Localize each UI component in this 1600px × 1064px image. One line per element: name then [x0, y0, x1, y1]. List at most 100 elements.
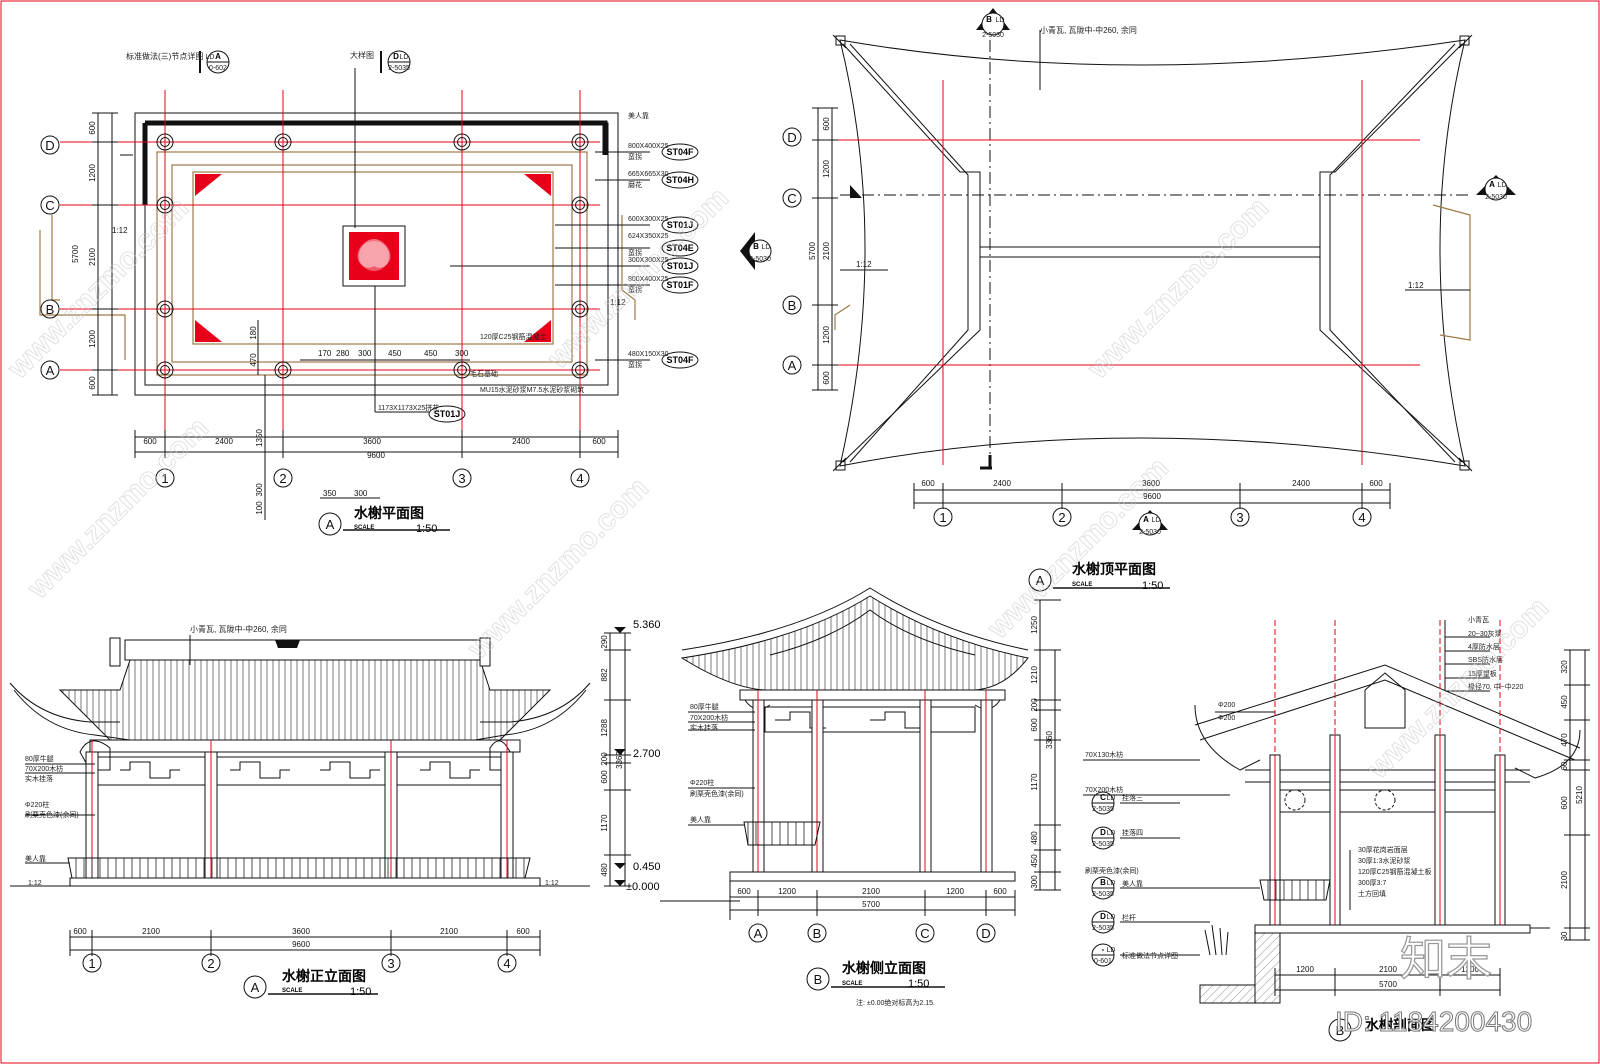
ref-letter: A — [1489, 180, 1495, 189]
side-dim: 1200 — [778, 887, 796, 896]
front-dim: 600 — [516, 927, 530, 936]
side-dim: 600 — [993, 887, 1007, 896]
ref-code: 2-5035 — [1092, 806, 1114, 813]
ref-letter: A — [1143, 515, 1149, 524]
roof-dim: 2400 — [993, 479, 1011, 488]
plan-inner-dim: 300 — [455, 349, 469, 358]
ref-letter: B — [753, 242, 759, 251]
front-slope-right: 1:12 — [545, 880, 559, 887]
section-floor-note: 30厚1:3水泥砂浆 — [1358, 856, 1411, 865]
roof-col-3: 3 — [1236, 510, 1243, 525]
side-row-d: D — [981, 926, 990, 941]
section-note: 70X130木枋 — [1085, 750, 1123, 759]
plan-v-dim: 1350 — [255, 429, 264, 447]
plan-dim-left: 2100 — [88, 248, 97, 266]
ref-letter: D — [1100, 912, 1106, 921]
section-dim-right: 60 — [1560, 761, 1569, 770]
side-note: 70X200木枋 — [690, 713, 728, 722]
section-note: 椽径70, 中~中220 — [1468, 682, 1524, 691]
roof-dim-left: 2100 — [822, 242, 831, 260]
side-scale-label: SCALE — [842, 981, 862, 987]
front-level: 5.360 — [633, 619, 661, 631]
front-dim-total: 9600 — [292, 940, 310, 949]
roof-slope: 1:12 — [856, 260, 872, 269]
roof-col-4: 4 — [1358, 510, 1365, 525]
side-dim-total: 5700 — [862, 900, 880, 909]
watermark-text: www.znzmo.com — [1081, 192, 1275, 386]
plan-row-a: A — [46, 363, 55, 378]
plan-row-b: B — [46, 302, 55, 317]
roof-row-d: D — [787, 130, 796, 145]
front-col-3: 3 — [387, 956, 394, 971]
side-note: Φ220柱 — [690, 778, 714, 787]
plan-note: 300X300X25 — [628, 257, 669, 264]
section-note: 美人靠 — [1122, 879, 1143, 888]
watermarks: www.znzmo.com www.znzmo.com www.znzmo.co… — [0, 181, 1555, 1037]
front-note-top: 小青瓦, 瓦陇中-中260, 余同 — [190, 624, 287, 634]
front-note: Φ220柱 — [25, 800, 49, 809]
plan-dim: 600 — [592, 437, 606, 446]
front-elevation-view — [9, 627, 631, 999]
section-note: 20~30灰浆 — [1468, 629, 1502, 638]
ref-ld: LD — [1107, 880, 1116, 887]
section-floor-note: 30厚花岗岩面层 — [1358, 845, 1408, 854]
side-view-letter: B — [814, 972, 823, 987]
roof-dim-left: 1200 — [822, 326, 831, 344]
plan-note-sample: 大样图 — [350, 50, 374, 60]
ref-ld: LD — [400, 54, 409, 61]
roof-dim: 600 — [921, 479, 935, 488]
section-dim-total: 5700 — [1379, 980, 1397, 989]
watermark-text: www.znzmo.com — [1361, 592, 1555, 786]
watermark-text: www.znzmo.com — [21, 412, 215, 606]
roof-scale-label: SCALE — [1072, 582, 1092, 588]
plan-note-detail: 标准做法(三)节点详图 — [126, 51, 203, 61]
plan-dim: 2400 — [512, 437, 530, 446]
plan-col-4: 4 — [576, 471, 583, 486]
section-title: 水榭剖面图 — [1365, 1017, 1435, 1033]
plan-note-mortar: MU15水泥砂浆M7.5水泥砂浆砌筑 — [480, 385, 584, 394]
front-note: 刷栗壳色漆(余同) — [25, 810, 79, 819]
front-note: 80厚牛腿 — [25, 754, 54, 763]
section-view — [1083, 620, 1590, 1042]
plan-note: 480X150X30 — [628, 351, 669, 358]
plan-scale-label: SCALE — [354, 525, 374, 531]
roof-slope-right: 1:12 — [1408, 281, 1424, 290]
section-dim-right: 30 — [1560, 931, 1569, 940]
front-ratio: 1:50 — [350, 986, 371, 998]
plan-small-dim: 100 — [255, 501, 264, 515]
plan-inner-dim: 450 — [424, 349, 438, 358]
plan-note-sub: 磨花 — [628, 180, 642, 189]
roof-row-b: B — [788, 298, 797, 313]
section-dim-right: 2100 — [1560, 871, 1569, 889]
side-row-c: C — [920, 926, 929, 941]
material-tag: ST04E — [666, 243, 694, 253]
plan-v-dim: 180 — [249, 326, 258, 340]
ref-letter: A — [215, 52, 221, 61]
section-note: SBS防水层 — [1468, 655, 1503, 664]
plan-title: 水榭平面图 — [354, 505, 424, 521]
front-dim-right: 290 — [600, 635, 609, 649]
plan-dim-left-total: 5700 — [71, 245, 80, 263]
roof-dim: 3600 — [1142, 479, 1160, 488]
section-dim-right: 320 — [1560, 660, 1569, 674]
section-note: 小青瓦 — [1468, 615, 1489, 624]
roof-dim-left: 600 — [822, 371, 831, 385]
side-title: 水榭侧立面图 — [842, 960, 926, 976]
plan-col-2: 2 — [279, 471, 286, 486]
ref-code: 2-5030 — [1139, 529, 1161, 536]
plan-note-slab: 120厚C25钢筋混凝土 — [480, 332, 547, 341]
side-dim-right: 450 — [1030, 854, 1039, 868]
watermark-text: www.znzmo.com — [541, 182, 735, 376]
section-note: Φ200 — [1218, 702, 1235, 709]
material-tag: ST01J — [667, 220, 694, 230]
section-dim-right: 450 — [1560, 695, 1569, 709]
front-note: 美人靠 — [25, 854, 46, 863]
plan-dim-total: 9600 — [367, 451, 385, 460]
side-dim-right: 300 — [1030, 875, 1039, 889]
front-dim: 3600 — [292, 927, 310, 936]
plan-note: 800X400X25 — [628, 276, 669, 283]
roof-ratio: 1:50 — [1142, 580, 1163, 592]
section-dim-right: 470 — [1560, 733, 1569, 747]
plan-v-dim: 470 — [249, 353, 258, 367]
